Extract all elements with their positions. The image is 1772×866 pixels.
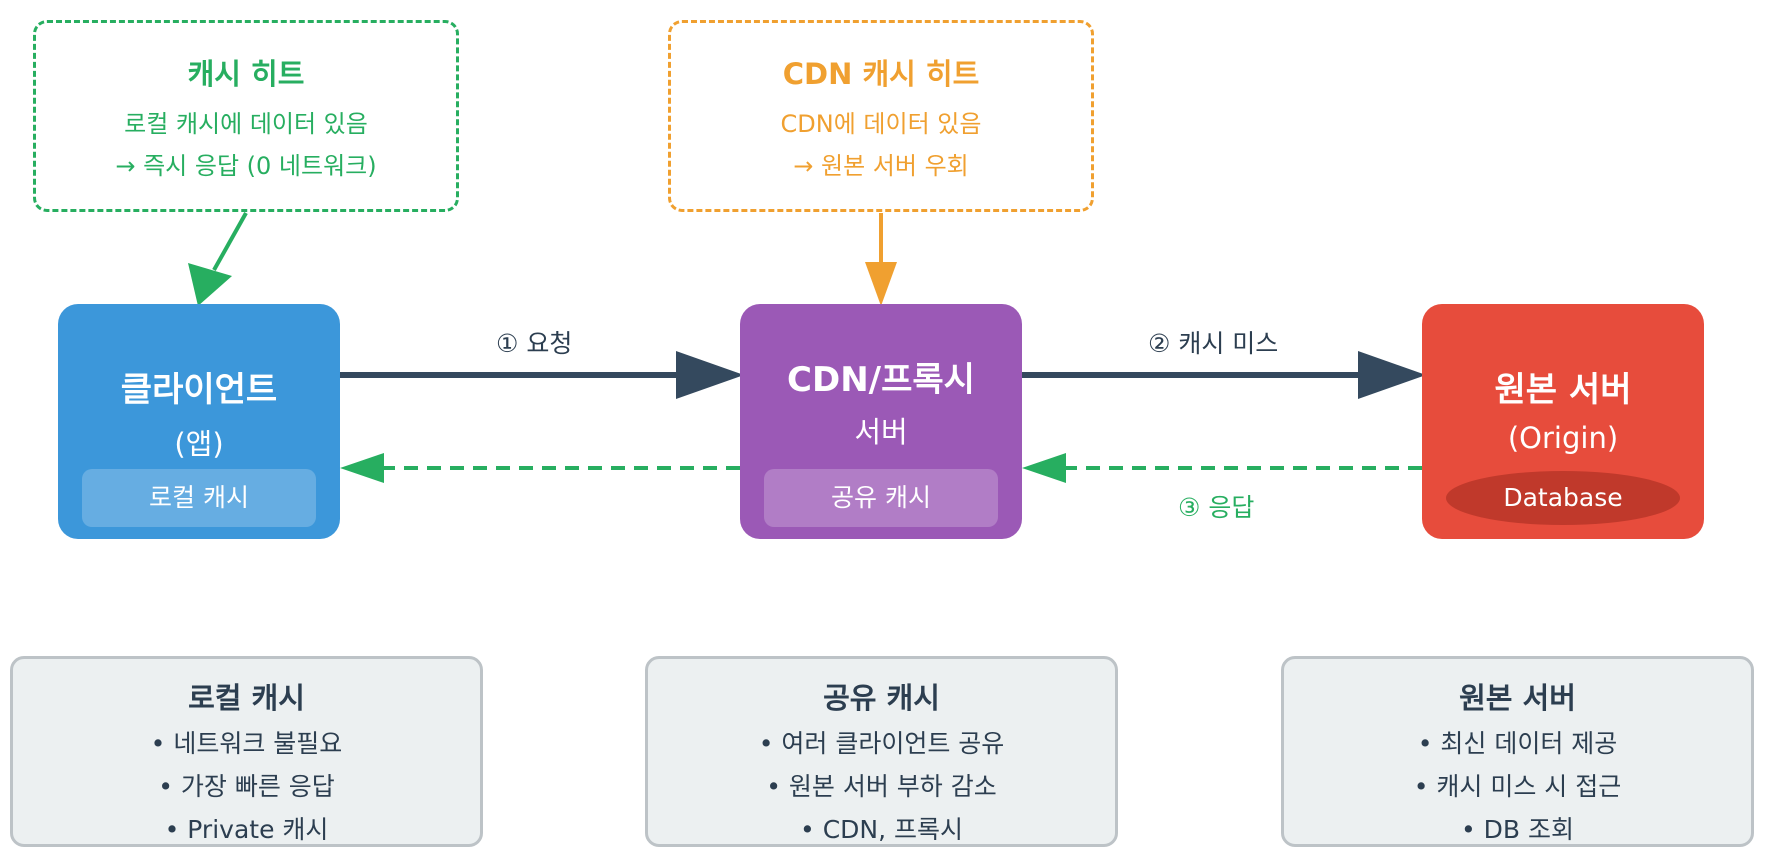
cache-hit-pointer-head	[188, 263, 232, 306]
shared-cache-item-2: • 원본 서버 부하 감소	[766, 772, 997, 801]
cdn-title: CDN/프록시	[787, 360, 975, 400]
cdn-subtitle: 서버	[854, 415, 908, 449]
origin-server-card-title: 원본 서버	[1459, 681, 1576, 715]
local-cache-item-1: • 네트워크 불필요	[150, 729, 343, 758]
response-arrow-origin-cdn-head	[1022, 453, 1066, 483]
origin-server-item-1: • 최신 데이터 제공	[1417, 729, 1618, 758]
local-cache-chip: 로컬 캐시	[82, 469, 316, 527]
cache-hit-pointer	[212, 212, 248, 271]
origin-node: 원본 서버 (Origin) Database	[1422, 304, 1704, 539]
cache-hit-title: 캐시 히트	[187, 57, 305, 91]
cdn-hit-line-2: → 원본 서버 우회	[793, 152, 969, 180]
client-subtitle: (앱)	[174, 427, 224, 461]
shared-cache-item-1: • 여러 클라이언트 공유	[758, 729, 1005, 758]
local-cache-card: 로컬 캐시 • 네트워크 불필요 • 가장 빠른 응답 • Private 캐시	[10, 656, 483, 847]
cache-miss-label: ② 캐시 미스	[1148, 329, 1279, 358]
origin-server-item-3: • DB 조회	[1460, 815, 1575, 844]
origin-server-card: 원본 서버 • 최신 데이터 제공 • 캐시 미스 시 접근 • DB 조회	[1281, 656, 1754, 847]
cache-hit-line-1: 로컬 캐시에 데이터 있음	[124, 110, 368, 138]
cdn-node: CDN/프록시 서버 공유 캐시	[740, 304, 1022, 539]
local-cache-item-2: • 가장 빠른 응답	[158, 772, 335, 801]
response-arrow-cdn-client-head	[340, 453, 384, 483]
cache-hit-line-2: → 즉시 응답 (0 네트워크)	[115, 152, 377, 180]
database-ellipse: Database	[1446, 471, 1680, 525]
cdn-hit-title: CDN 캐시 히트	[782, 57, 980, 91]
local-cache-card-title: 로컬 캐시	[188, 681, 305, 715]
cache-miss-arrow-head	[1358, 351, 1426, 399]
cdn-hit-pointer-head	[865, 262, 897, 306]
origin-title: 원본 서버	[1494, 370, 1632, 410]
client-title: 클라이언트	[120, 370, 278, 410]
origin-subtitle: (Origin)	[1507, 421, 1619, 455]
shared-cache-chip: 공유 캐시	[764, 469, 998, 527]
cdn-hit-line-1: CDN에 데이터 있음	[780, 110, 982, 138]
cache-hit-callout: 캐시 히트 로컬 캐시에 데이터 있음 → 즉시 응답 (0 네트워크)	[33, 20, 459, 212]
request-arrow-head	[676, 351, 744, 399]
local-cache-item-3: • Private 캐시	[164, 815, 329, 844]
shared-cache-card: 공유 캐시 • 여러 클라이언트 공유 • 원본 서버 부하 감소 • CDN,…	[645, 656, 1118, 847]
origin-server-item-2: • 캐시 미스 시 접근	[1413, 772, 1622, 801]
client-node: 클라이언트 (앱) 로컬 캐시	[58, 304, 340, 539]
response-label: ③ 응답	[1178, 493, 1255, 522]
request-label: ① 요청	[496, 329, 573, 358]
cdn-hit-callout: CDN 캐시 히트 CDN에 데이터 있음 → 원본 서버 우회	[668, 20, 1094, 212]
shared-cache-item-3: • CDN, 프록시	[800, 815, 963, 844]
shared-cache-card-title: 공유 캐시	[823, 681, 940, 715]
